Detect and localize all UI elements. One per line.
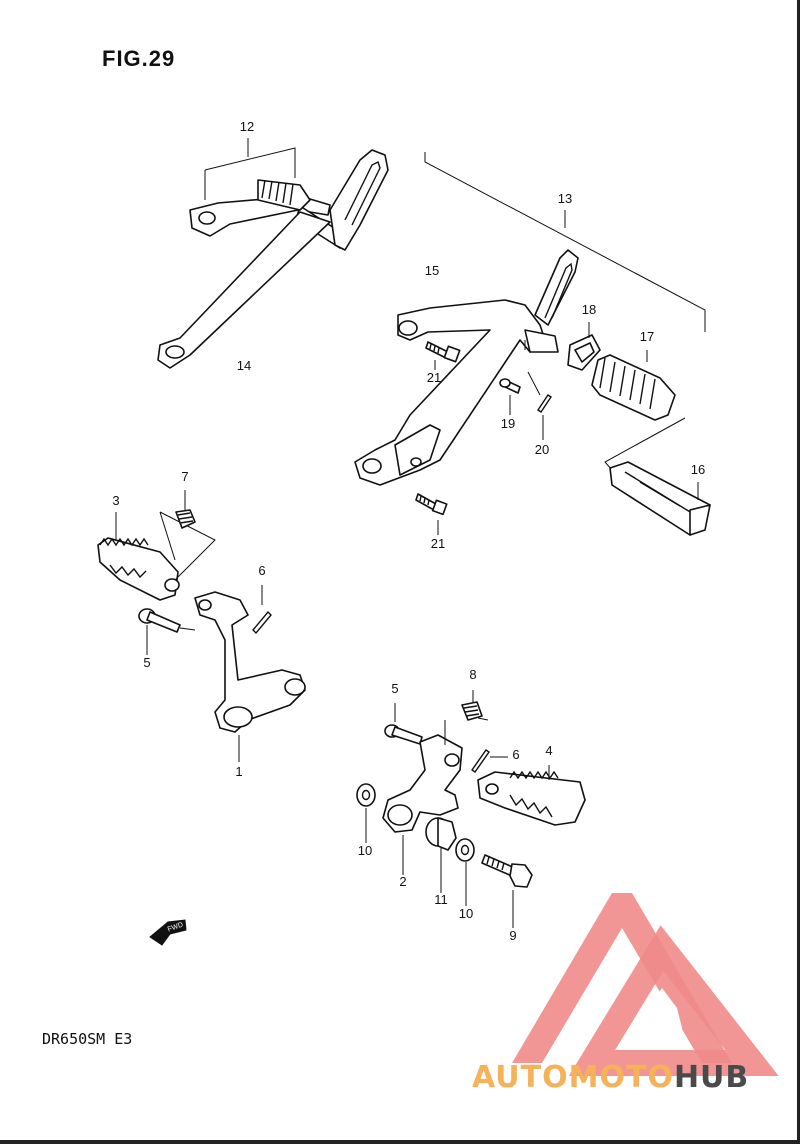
callout-21: 21 xyxy=(431,536,445,551)
part-18-spring xyxy=(567,334,601,371)
watermark-text-dark: HUB xyxy=(673,1060,750,1095)
callout-14: 14 xyxy=(237,358,251,373)
part-19-pin xyxy=(499,378,521,394)
part-3-footpeg-left xyxy=(97,537,180,601)
figure-title: FIG.29 xyxy=(102,46,176,71)
callout-6: 6 xyxy=(258,563,265,578)
part-11-bushing xyxy=(425,817,457,851)
callout-18: 18 xyxy=(582,302,596,317)
callout-12: 12 xyxy=(240,119,254,134)
part-21-bolt-upper xyxy=(425,341,461,363)
callout-5: 5 xyxy=(391,681,398,696)
callout-10: 10 xyxy=(358,843,372,858)
callout-10: 10 xyxy=(459,906,473,921)
part-1-bracket xyxy=(194,591,306,733)
callout-5: 5 xyxy=(143,655,150,670)
part-2-bracket xyxy=(382,734,463,833)
bracket-line-13 xyxy=(424,152,706,332)
part-10-washer-right xyxy=(455,838,475,862)
callout-3: 3 xyxy=(112,493,119,508)
callout-7: 7 xyxy=(181,469,188,484)
bracket-line-12 xyxy=(204,138,296,200)
callout-1: 1 xyxy=(235,764,242,779)
callout-6: 6 xyxy=(512,747,519,762)
part-5-pin-right xyxy=(384,724,423,745)
part-20-cotter-pin xyxy=(537,394,552,413)
page-border-bottom xyxy=(0,1140,800,1144)
part-15-rear-footrest-arm xyxy=(354,249,579,486)
part-14-rear-footrest-bracket xyxy=(157,149,389,369)
callout-13: 13 xyxy=(558,191,572,206)
part-8-spring xyxy=(461,701,483,721)
watermark-text-accent: AUTOMOTO xyxy=(472,1060,674,1095)
model-code: DR650SM E3 xyxy=(42,1030,133,1048)
page-border-right xyxy=(797,0,800,1144)
forward-arrow-icon: FWD xyxy=(149,919,187,946)
part-17-footrest-rubber xyxy=(591,354,676,421)
part-10-washer-left xyxy=(356,783,376,807)
callout-17: 17 xyxy=(640,329,654,344)
callout-4: 4 xyxy=(545,743,552,758)
part-6-cotter-right xyxy=(471,749,490,773)
callout-15: 15 xyxy=(425,263,439,278)
part-5-pin-left xyxy=(138,608,181,633)
automotohub-logo-icon xyxy=(512,893,779,1076)
part-16-footrest xyxy=(609,461,711,536)
callout-11: 11 xyxy=(434,892,448,907)
callout-8: 8 xyxy=(469,667,476,682)
callout-20: 20 xyxy=(535,442,549,457)
callout-2: 2 xyxy=(399,874,406,889)
part-6-cotter-left xyxy=(252,610,272,635)
part-9-bolt xyxy=(481,854,533,888)
watermark-text: AUTOMOTOHUB xyxy=(472,1060,749,1095)
callout-16: 16 xyxy=(691,462,705,477)
part-4-footpeg-right xyxy=(477,770,586,826)
callout-19: 19 xyxy=(501,416,515,431)
callout-21: 21 xyxy=(427,370,441,385)
part-21-bolt-lower xyxy=(415,493,448,516)
callout-9: 9 xyxy=(509,928,516,943)
part-7-spring xyxy=(175,509,196,529)
